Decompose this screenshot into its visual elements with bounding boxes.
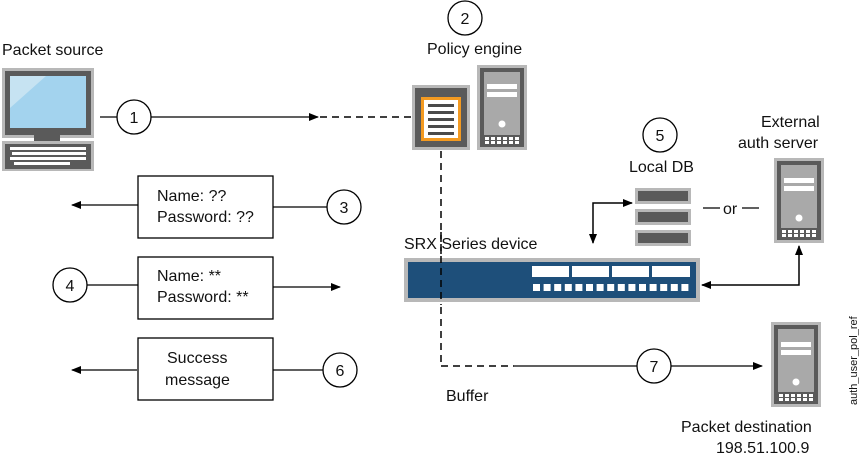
srx-port-icon: [681, 284, 689, 291]
local-db-label: Local DB: [629, 159, 694, 176]
credential-prompt-box: Name: ?? Password: ??: [137, 175, 274, 239]
external-auth-label-line1: External: [761, 114, 820, 131]
svg-text:Name: ??: Name: ??: [157, 188, 226, 205]
figure-id-label: auth_user_pol_ref: [848, 315, 859, 405]
svg-text:2: 2: [461, 11, 470, 28]
packet-destination-label: Packet destination: [681, 419, 812, 436]
srx-port-icon: [628, 284, 636, 291]
svg-text:Password: ??: Password: ??: [157, 209, 254, 226]
svg-text:Success: Success: [167, 350, 227, 367]
step-5-badge: 5: [642, 117, 678, 153]
srx-port-icon: [649, 284, 657, 291]
policy-document-icon: [412, 85, 470, 150]
step-4-badge: 4: [52, 267, 88, 303]
svg-text:1: 1: [130, 110, 139, 127]
destination-ip-label: 198.51.100.9: [716, 440, 810, 457]
step-1-badge: 1: [116, 99, 152, 135]
success-message-box: Success message: [137, 337, 274, 401]
external-auth-label-line2: auth server: [738, 135, 819, 152]
policy-engine-label: Policy engine: [427, 41, 522, 58]
laptop-icon: [2, 68, 94, 171]
svg-text:Name: **: Name: **: [157, 268, 221, 285]
buffer-label: Buffer: [446, 388, 489, 405]
step-7-badge: 7: [636, 348, 672, 384]
packet-source-label: Packet source: [2, 42, 103, 59]
svg-text:message: message: [165, 372, 230, 389]
srx-port-icon: [607, 284, 615, 291]
svg-text:3: 3: [340, 200, 349, 217]
srx-port-icon: [670, 284, 678, 291]
credential-submit-box: Name: ** Password: **: [137, 256, 274, 320]
destination-server-icon: [771, 322, 821, 407]
svg-text:7: 7: [650, 359, 659, 376]
srx-port-icon: [575, 284, 583, 291]
srx-port-icon: [554, 284, 562, 291]
database-icon: [635, 188, 691, 246]
svg-text:4: 4: [66, 278, 75, 295]
srx-device-icon: [404, 258, 700, 302]
srx-port-icon: [617, 284, 625, 291]
srx-device-label: SRX Series device: [404, 236, 537, 253]
step-6-badge: 6: [322, 352, 358, 388]
step-2-badge: 2: [447, 0, 483, 36]
srx-port-icon: [533, 284, 540, 291]
svg-text:6: 6: [336, 363, 345, 380]
srx-port-icon: [639, 284, 646, 291]
or-label: or: [723, 201, 738, 218]
policy-server-icon: [477, 65, 527, 150]
step-3-badge: 3: [326, 189, 362, 225]
external-auth-server-icon: [774, 158, 824, 243]
srx-port-icon: [596, 284, 604, 291]
svg-text:Password: **: Password: **: [157, 289, 249, 306]
srx-port-icon: [586, 284, 593, 291]
svg-text:5: 5: [656, 128, 665, 145]
srx-port-icon: [564, 284, 572, 291]
srx-port-icon: [543, 284, 551, 291]
srx-port-icon: [660, 284, 668, 291]
